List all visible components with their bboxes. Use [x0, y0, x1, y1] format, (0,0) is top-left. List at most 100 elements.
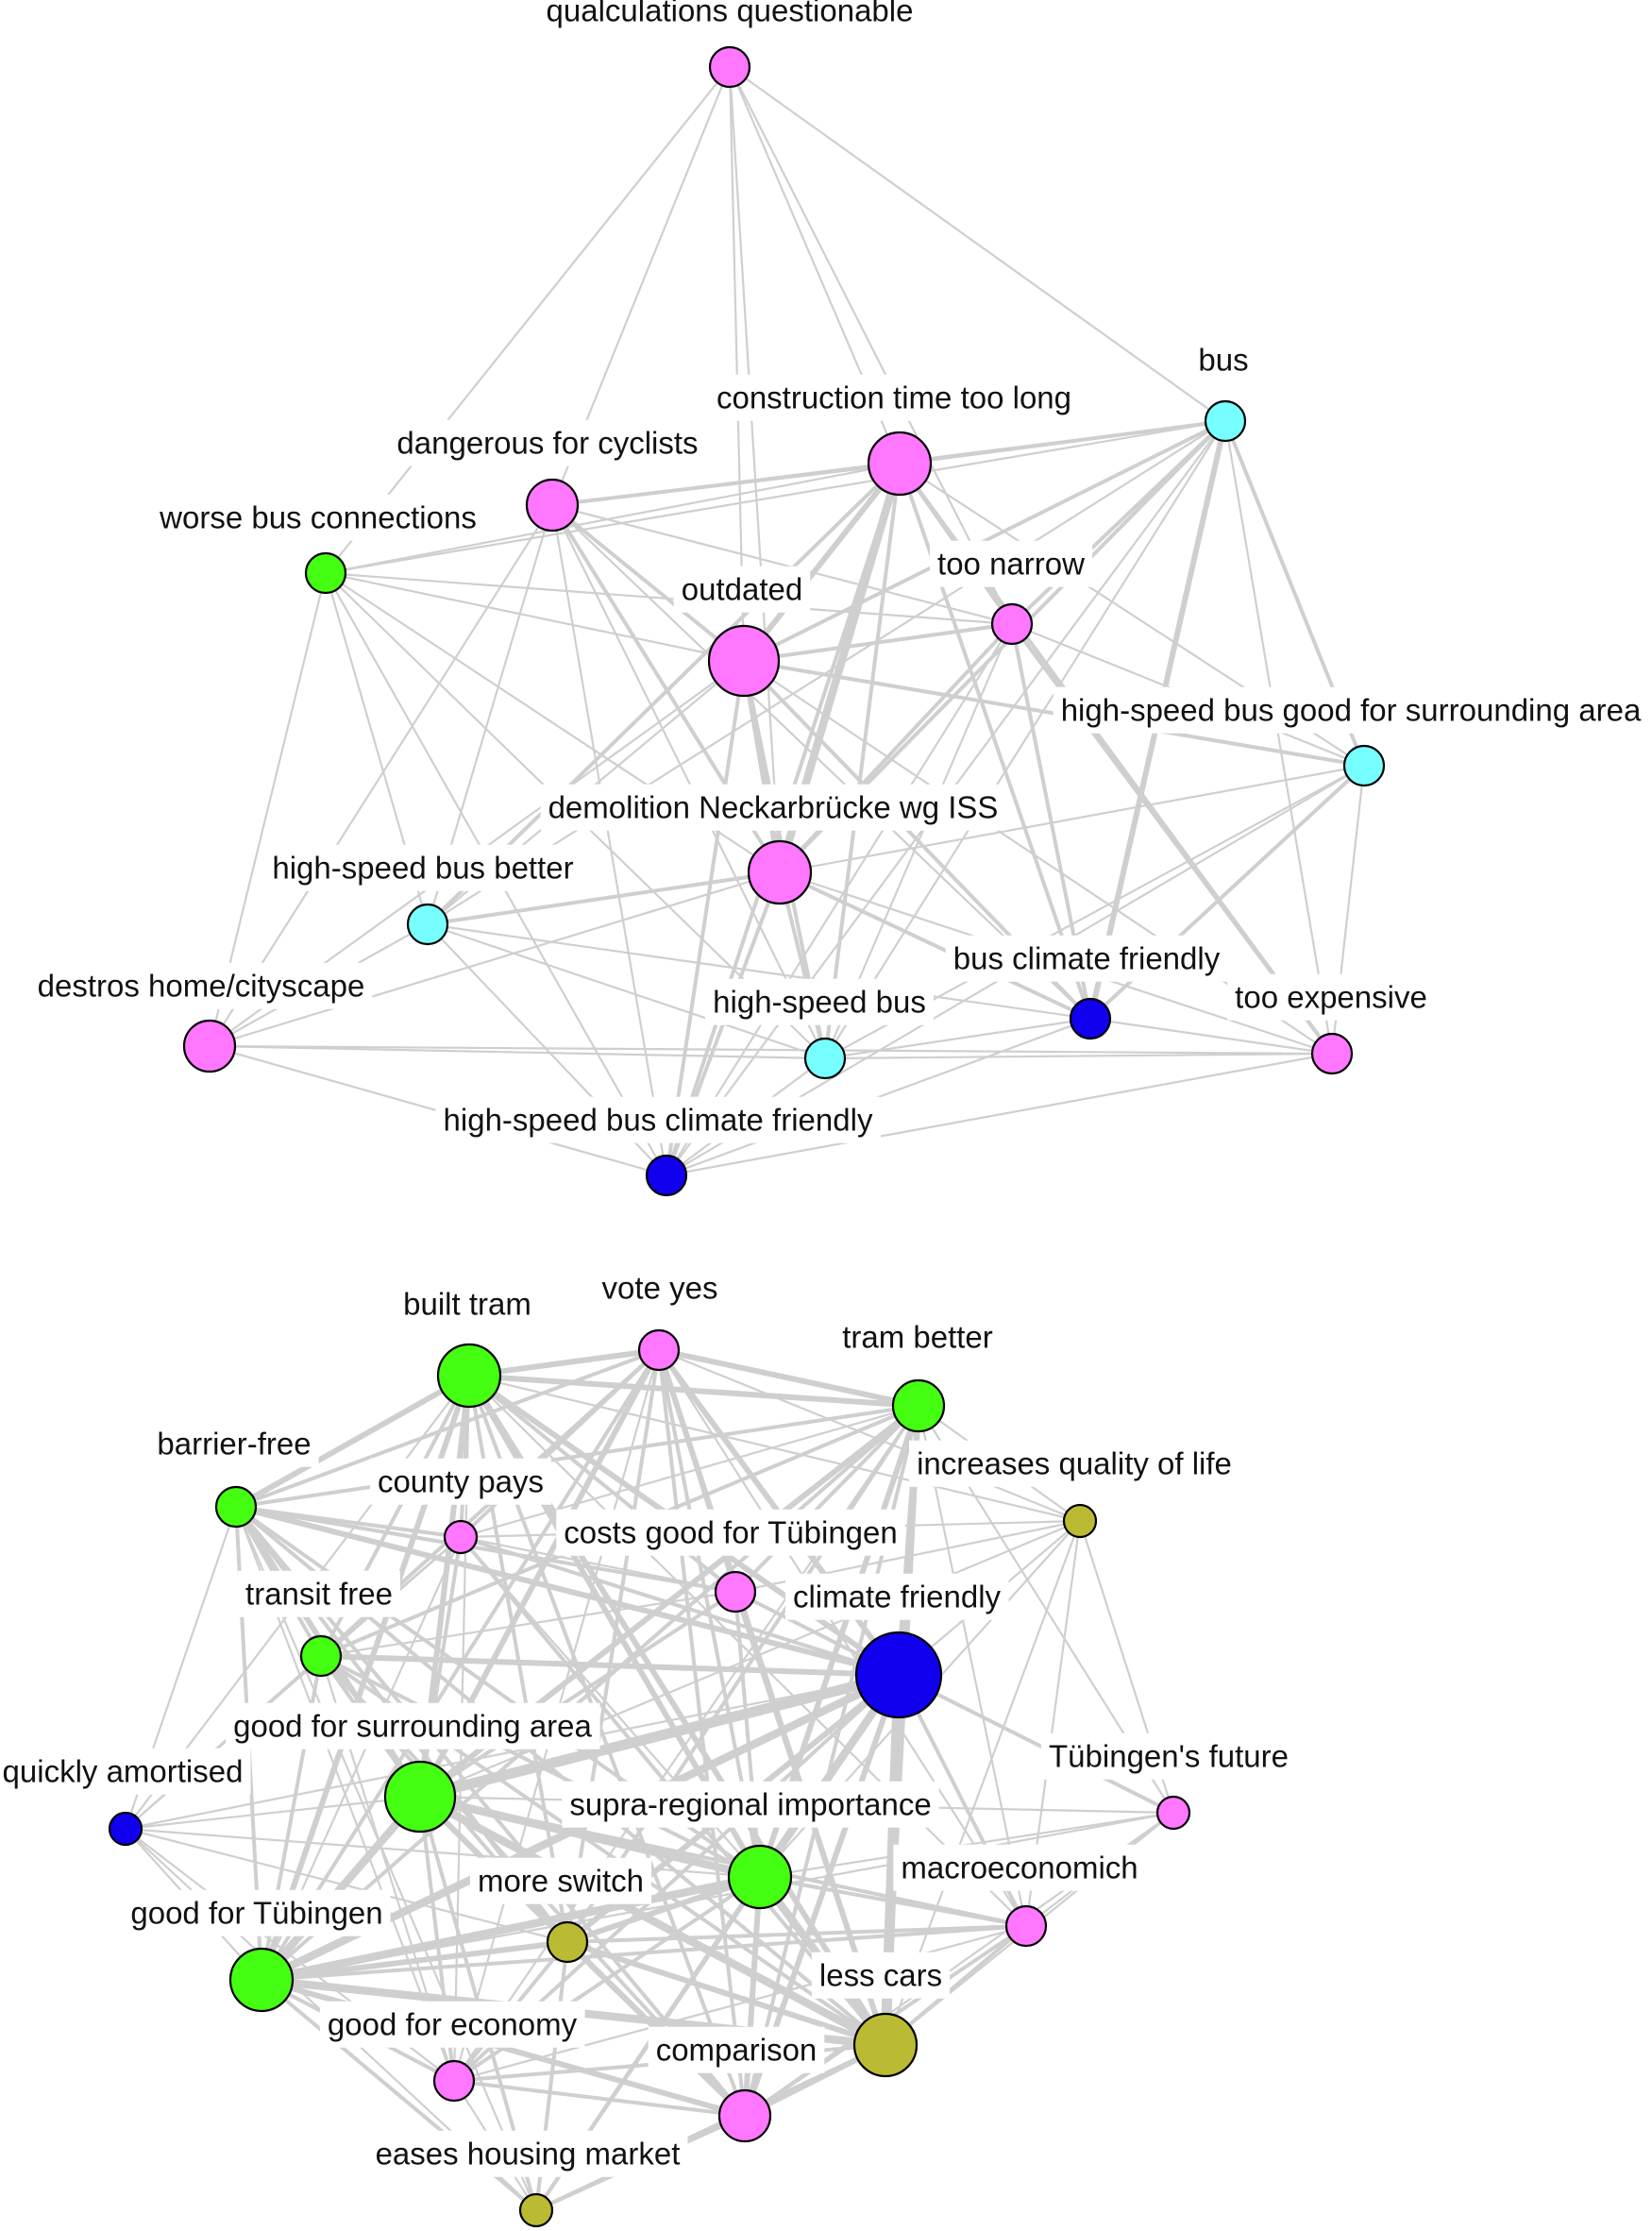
- bottom-label-built: built tram: [403, 1287, 531, 1322]
- bottom-label-macro: macroeconomich: [901, 1851, 1138, 1885]
- top-edge-qualc-demol: [728, 65, 782, 874]
- top-edge-danger-destros: [208, 503, 554, 1048]
- bottom-node-macro: [1004, 1904, 1048, 1948]
- top-label-outdated-group: outdated: [673, 566, 811, 613]
- bottom-edge-surround-lesscars: [415, 1792, 890, 2050]
- bottom-label-comparison-group: comparison: [648, 2026, 825, 2073]
- top-label-demol-group: demolition Neckarbrücke wg ISS: [540, 784, 1006, 831]
- bottom-label-transit-group: transit free: [238, 1570, 400, 1617]
- bottom-edge-supra-switch: [565, 1874, 763, 1945]
- top-edge-qualc-outdated: [728, 65, 746, 663]
- bottom-label-costs: costs good for Tübingen: [564, 1515, 897, 1550]
- top-edge-bus-hsb_better: [426, 419, 1227, 926]
- bottom-edge-supra-transit: [319, 1654, 762, 1879]
- top-label-bg-demol: [540, 784, 1006, 831]
- bottom-node-surround: [383, 1760, 457, 1834]
- top-edge-bus-worse: [324, 419, 1227, 575]
- bottom-edge-surround-county: [418, 1535, 463, 1799]
- bottom-label-switch: more switch: [478, 1864, 644, 1899]
- bottom-node-climate: [854, 1631, 943, 1719]
- bottom-label-costs-group: costs good for Tübingen: [556, 1509, 905, 1556]
- top-label-bus-group: bus: [1190, 336, 1256, 383]
- top-label-constr-group: construction time too long: [708, 374, 1080, 421]
- bottom-label-bg-supra: [562, 1781, 939, 1828]
- top-label-danger: dangerous for cyclists: [396, 426, 698, 461]
- bottom-label-bg-switch: [469, 1857, 652, 1904]
- bottom-edge-supra-costs: [733, 1590, 762, 1879]
- bottom-edge-lesscars-tram: [883, 1403, 921, 2048]
- bottom-label-vote-group: vote yes: [594, 1264, 726, 1311]
- bottom-edge-built-quality: [467, 1374, 1082, 1523]
- bottom-node-supra: [727, 1844, 793, 1910]
- top-edge-bus_cf-expensive: [1088, 1017, 1334, 1056]
- bottom-edge-barrier-costs: [234, 1505, 737, 1594]
- bottom-edge-vote-comparison: [657, 1348, 747, 2118]
- top-edge-danger-narrow: [550, 503, 1014, 626]
- bottom-edge-built-tram: [466, 1373, 921, 1409]
- bottom-node-county: [443, 1519, 479, 1555]
- top-label-qualc-group: qualculations questionable: [538, 0, 921, 34]
- top-edge-constr-outdated: [741, 461, 902, 664]
- bottom-edge-tram-switch: [565, 1404, 920, 1944]
- bottom-node-built: [436, 1343, 502, 1409]
- bottom-label-barrier: barrier-free: [157, 1427, 311, 1462]
- bottom-label-economy: good for economy: [328, 2007, 578, 2042]
- top-label-worse: worse bus connections: [159, 500, 477, 535]
- top-edge-danger-outdated: [550, 503, 746, 663]
- top-node-hsb_sur: [1342, 744, 1386, 787]
- bottom-label-lesscars-group: less cars: [811, 1952, 951, 1999]
- top-edge-narrow-demol: [778, 622, 1014, 874]
- bottom-label-built-group: built tram: [396, 1280, 539, 1327]
- bottom-label-bg-vote: [594, 1264, 726, 1311]
- bottom-label-bg-comparison: [648, 2026, 825, 2073]
- top-edge-constr-danger: [550, 462, 902, 507]
- top-label-bg-bus: [1190, 336, 1256, 383]
- bottom-edge-tram-county: [459, 1404, 920, 1539]
- bottom-node-economy: [432, 2059, 476, 2103]
- bottom-label-quality-group: increases quality of life: [909, 1440, 1239, 1487]
- bottom-node-future: [1155, 1795, 1191, 1831]
- bottom-node-barrier: [214, 1485, 258, 1529]
- top-label-worse-group: worse bus connections: [151, 494, 484, 541]
- top-label-bg-danger: [389, 419, 706, 466]
- top-node-expensive: [1310, 1032, 1354, 1075]
- top-node-destros: [182, 1019, 237, 1073]
- bottom-edge-transit-costs: [319, 1590, 737, 1658]
- top-label-bg-hsb_sur: [1053, 686, 1649, 734]
- bottom-edge-goodtue-switch: [259, 1939, 570, 1983]
- top-label-bg-hsb_cf: [435, 1096, 881, 1143]
- bottom-network: built tram vote yes tram better barrier-fre…: [0, 1264, 1296, 2228]
- bottom-edge-switch-macro: [565, 1924, 1028, 1944]
- bottom-node-tram: [891, 1378, 946, 1433]
- bottom-edge-tram-macro: [917, 1404, 1028, 1928]
- top-node-bus: [1204, 399, 1247, 443]
- top-edge-worse-narrow: [324, 571, 1014, 626]
- bottom-label-tram-group: tram better: [834, 1313, 1001, 1361]
- top-edge-worse-outdated: [324, 571, 746, 663]
- top-label-outdated: outdated: [682, 572, 802, 607]
- bottom-label-macro-group: macroeconomich: [893, 1844, 1146, 1891]
- bottom-node-amort: [108, 1811, 143, 1847]
- bottom-edge-costs-county: [459, 1535, 737, 1594]
- top-label-expensive-group: too expensive: [1227, 973, 1435, 1021]
- bottom-label-bg-transit: [238, 1570, 400, 1617]
- bottom-label-bg-macro: [893, 1844, 1146, 1891]
- top-label-bus_cf-group: bus climate friendly: [945, 935, 1228, 982]
- top-edge-hsb_sur-demol: [778, 764, 1366, 874]
- bottom-edge-tram-vote: [656, 1347, 921, 1409]
- top-label-bg-destros: [29, 962, 373, 1009]
- bottom-node-comparison: [717, 2088, 772, 2143]
- bottom-edge-vote-barrier: [234, 1348, 661, 1509]
- bottom-label-future-group: Tübingen's future: [1041, 1732, 1296, 1780]
- top-edge-danger-bus_cf: [550, 503, 1092, 1021]
- top-label-hsb_better-group: high-speed bus better: [264, 844, 582, 891]
- top-label-bg-constr: [708, 374, 1080, 421]
- top-node-danger: [525, 478, 580, 532]
- bottom-label-bg-amort: [0, 1748, 251, 1795]
- bottom-label-quality: increases quality of life: [917, 1446, 1232, 1481]
- top-edge-qualc-bus: [728, 65, 1227, 423]
- bottom-node-goodtue: [228, 1947, 295, 2013]
- bottom-edge-barrier-housing: [234, 1505, 538, 2212]
- bottom-network-labels: built tram vote yes tram better barrier-fre…: [0, 1264, 1296, 2177]
- bottom-label-amort-group: quickly amortised: [0, 1748, 251, 1795]
